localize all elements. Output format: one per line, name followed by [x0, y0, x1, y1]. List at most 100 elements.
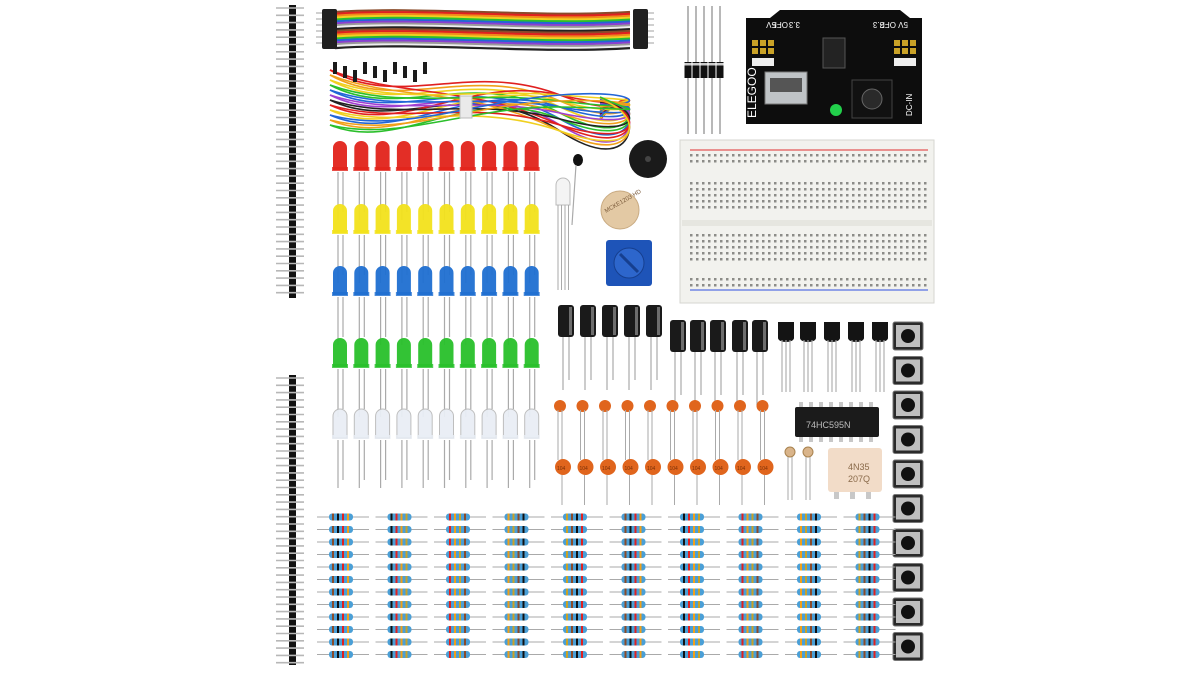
resistor-band	[512, 576, 515, 583]
resistor-band	[746, 538, 749, 546]
breadboard-hole	[780, 258, 783, 261]
resistor-band	[337, 551, 339, 558]
resistor-band	[805, 651, 807, 658]
breadboard-hole	[744, 258, 747, 261]
breadboard-hole	[828, 200, 831, 203]
breadboard-hole	[870, 234, 873, 237]
breadboard-hole	[732, 240, 735, 243]
resistor-band	[698, 651, 700, 658]
ceramic-capacitor-icon	[689, 400, 701, 412]
resistor-band	[522, 626, 525, 633]
breadboard-hole	[798, 252, 801, 255]
header-pad	[910, 48, 916, 54]
breadboard-hole	[882, 258, 885, 261]
resistor-band	[517, 538, 520, 546]
resistor-band	[459, 601, 461, 608]
breadboard-hole	[804, 154, 807, 157]
resistor-band	[459, 551, 461, 558]
resistor-band	[517, 601, 520, 608]
button-cap	[901, 363, 915, 378]
header-pad	[752, 40, 758, 46]
resistor-band	[400, 613, 403, 621]
resistor-band	[805, 613, 807, 621]
breadboard-hole	[852, 188, 855, 191]
resistor-band	[698, 638, 700, 646]
resistor-band	[342, 538, 344, 546]
breadboard-hole	[834, 154, 837, 157]
resistor-band	[741, 576, 744, 583]
resistor-band	[390, 576, 393, 583]
breadboard-hole	[702, 160, 705, 163]
header-pad	[768, 48, 774, 54]
breadboard-hole	[804, 182, 807, 185]
breadboard-hole	[768, 188, 771, 191]
jumper-wire	[329, 99, 631, 142]
breadboard-hole	[768, 194, 771, 197]
ceramic-capacitor-icon	[644, 400, 656, 412]
diode-icon	[700, 62, 708, 78]
breadboard-hole	[792, 278, 795, 281]
breadboard-hole	[696, 206, 699, 209]
resistor-band	[464, 551, 466, 558]
breadboard-hole	[924, 160, 927, 163]
breadboard-hole	[690, 234, 693, 237]
resistor-band	[571, 576, 573, 583]
breadboard-hole	[840, 278, 843, 281]
breadboard-hole	[798, 206, 801, 209]
header-pad	[768, 40, 774, 46]
breadboard-hole	[780, 278, 783, 281]
led-icon	[396, 266, 411, 295]
resistor-band	[634, 563, 637, 571]
breadboard-hole	[780, 252, 783, 255]
led-rim	[438, 230, 455, 234]
resistor-band	[576, 613, 578, 621]
resistor-band	[517, 626, 520, 633]
resistor-band	[571, 563, 573, 571]
breadboard-hole	[906, 154, 909, 157]
led-rim	[502, 230, 519, 234]
resistor-band	[464, 563, 466, 571]
resistor-band	[873, 651, 876, 658]
resistor-band	[815, 526, 817, 533]
resistor-band	[571, 513, 573, 521]
resistor-band	[571, 651, 573, 658]
breadboard-hole	[816, 246, 819, 249]
resistor-band	[746, 651, 749, 658]
breadboard-hole	[858, 278, 861, 281]
breadboard-hole	[852, 252, 855, 255]
breadboard-hole	[834, 182, 837, 185]
resistor-band	[805, 513, 807, 521]
breadboard-hole	[798, 234, 801, 237]
resistor-band	[810, 563, 812, 571]
breadboard-hole	[864, 284, 867, 287]
ceramic-capacitor-icon	[599, 400, 611, 412]
resistor-band	[751, 551, 754, 558]
breadboard-hole	[732, 258, 735, 261]
led-icon	[482, 204, 497, 233]
breadboard-hole	[708, 278, 711, 281]
resistor-band	[873, 613, 876, 621]
breadboard-hole	[816, 278, 819, 281]
breadboard-hole	[732, 252, 735, 255]
led-rim	[481, 292, 498, 296]
resistor-band	[507, 601, 510, 608]
breadboard-hole	[900, 182, 903, 185]
breadboard-hole	[720, 206, 723, 209]
ic-pin	[869, 402, 873, 407]
resistor-band	[756, 588, 759, 596]
photoresistor-icon	[784, 446, 796, 458]
ribbon-wire	[334, 18, 631, 25]
breadboard-hole	[888, 188, 891, 191]
resistor-band	[347, 513, 349, 521]
cap-stripe	[635, 307, 638, 335]
push-buttons	[892, 321, 924, 661]
resistor-band	[464, 651, 466, 658]
breadboard-hole	[780, 160, 783, 163]
ribbon-wire	[334, 24, 631, 31]
resistor-band	[512, 538, 515, 546]
jumper-wire	[329, 94, 631, 121]
resistor-band	[507, 551, 510, 558]
resistor-band	[571, 638, 573, 646]
breadboard-hole	[750, 194, 753, 197]
